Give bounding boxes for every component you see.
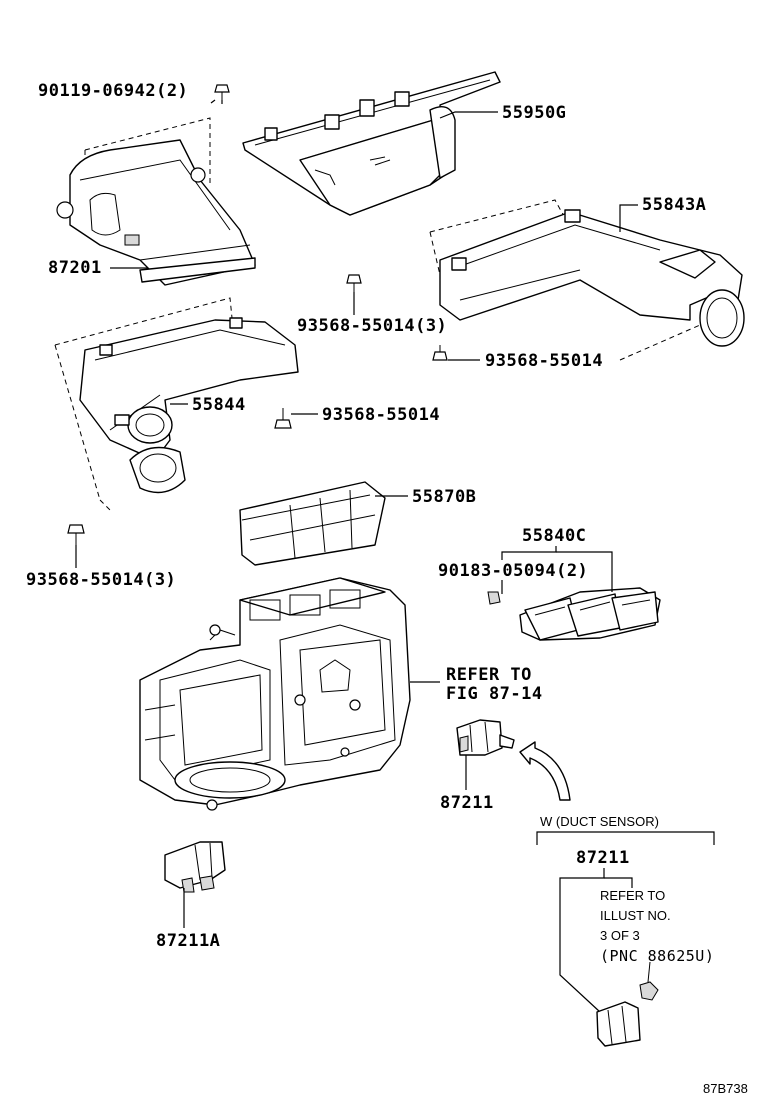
label-inset-part: 87211: [576, 848, 630, 868]
label-blower: 87211: [440, 793, 494, 813]
label-inset-header: W (DUCT SENSOR): [540, 814, 659, 829]
duct-55950g-drawing: [242, 71, 501, 216]
pointer-arrow: [519, 741, 571, 801]
part-87211a-drawing: [164, 841, 226, 893]
text-labels: 90119-06942(2) 55950G 55843A 87201 93568…: [26, 81, 748, 1096]
label-screw-b: 93568-55014: [485, 351, 603, 371]
label-screw-d: 93568-55014(3): [26, 570, 176, 590]
label-refer-2: FIG 87-14: [446, 684, 543, 704]
filter-55870b-drawing: [239, 481, 386, 566]
label-bolt-top: 90119-06942(2): [38, 81, 188, 101]
label-louver: 55840C: [522, 526, 586, 546]
label-filter: 55870B: [412, 487, 476, 507]
louver-55840c-drawing: [487, 587, 661, 641]
label-inset-note-1: REFER TO: [600, 888, 665, 903]
label-inset-note-3: 3 OF 3: [600, 928, 640, 943]
cover-87201-drawing: [56, 117, 256, 286]
label-duct-right: 55843A: [642, 195, 706, 215]
label-inset-note-4: (PNC 88625U): [600, 947, 714, 965]
label-screw-a: 93568-55014(3): [297, 316, 447, 336]
leader-lines: [75, 99, 638, 928]
screw-drawings: [67, 274, 448, 545]
label-duct-left: 55844: [192, 395, 246, 415]
label-louver-screw: 90183-05094(2): [438, 561, 588, 581]
bolt-90119-drawing: [214, 84, 230, 102]
label-cover-left: 87201: [48, 258, 102, 278]
label-inset-note-2: ILLUST NO.: [600, 908, 671, 923]
figure-id: 87B738: [703, 1081, 748, 1096]
duct-sensor-inset: [536, 831, 715, 1047]
label-duct-top: 55950G: [502, 103, 566, 123]
label-screw-c: 93568-55014: [322, 405, 440, 425]
duct-55843a-drawing: [429, 199, 745, 361]
label-blower-a: 87211A: [156, 931, 220, 951]
label-refer-1: REFER TO: [446, 665, 532, 685]
motor-87211-drawing: [456, 719, 515, 756]
hvac-unit-drawing: [139, 577, 411, 811]
duct-55844-drawing: [54, 297, 299, 511]
